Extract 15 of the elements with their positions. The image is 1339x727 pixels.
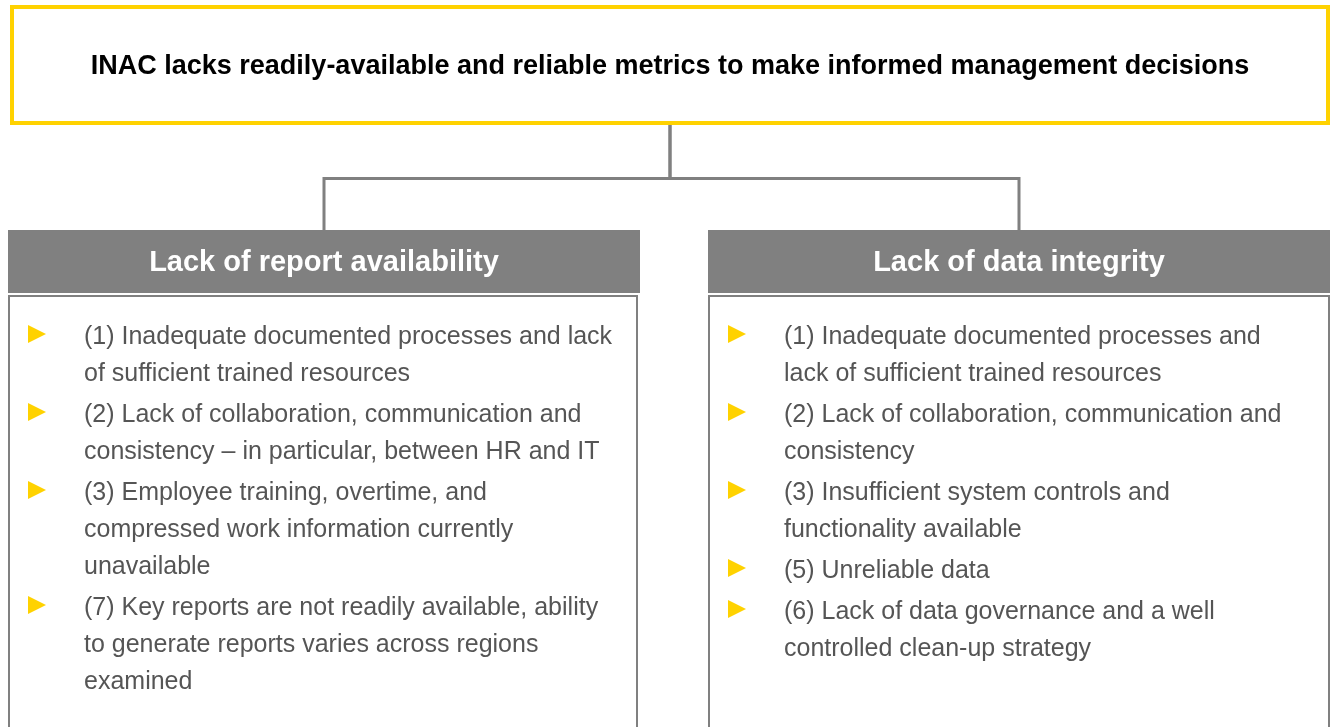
cause-list-panel xyxy=(708,295,1330,727)
cause-text: (2) Lack of collaboration, communication and consistency – in particular, between HR and IT xyxy=(84,398,601,466)
cause-text: (3) Employee training, overtime, and compressed work information currently unavailable xyxy=(84,476,515,581)
cause-text: (2) Lack of collaboration, communication and consistency xyxy=(784,398,1283,466)
connector-line xyxy=(668,125,1021,230)
cause-text: (1) Inadequate documented processes and lack of sufficient trained resources xyxy=(784,320,1262,388)
category-header: Lack of data integrity xyxy=(708,230,1330,293)
category-header: Lack of report availability xyxy=(8,230,640,293)
cause-text: (1) Inadequate documented processes and lack of sufficient trained resources xyxy=(84,320,614,388)
problem-box: INAC lacks readily-available and reliable metrics to make informed management decisions xyxy=(10,5,1330,125)
cause-text: (6) Lack of data governance and a well controlled clean-up strategy xyxy=(784,595,1216,663)
cause-list-panel xyxy=(8,295,638,727)
cause-text: (3) Insufficient system controls and functionality available xyxy=(784,476,1171,544)
cause-text: (5) Unreliable data xyxy=(784,554,990,585)
cause-text: (7) Key reports are not readily available, ability to generate reports varies across regions examined xyxy=(84,591,600,696)
